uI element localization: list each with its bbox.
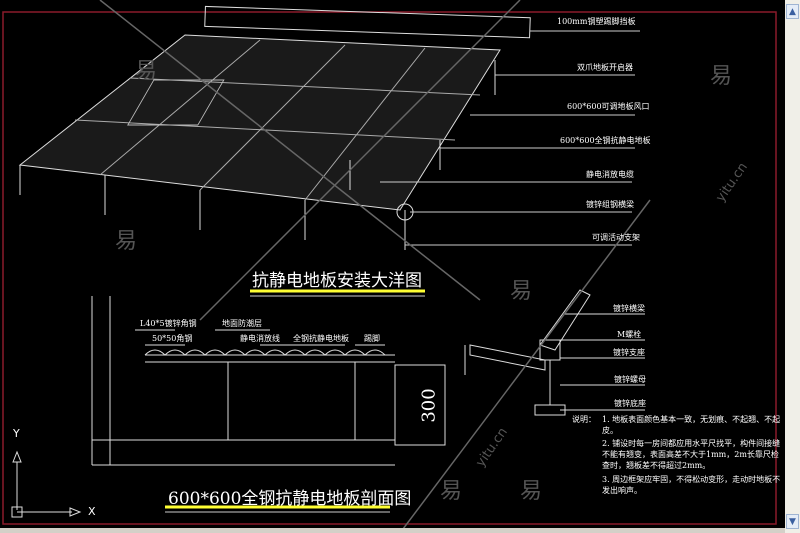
plan-label: 100mm钢塑踢脚挡板 [557,17,636,26]
section-label: 地面防潮层 [222,319,262,328]
ucs-y-label: Y [13,427,20,440]
section-label: 踢脚 [364,334,380,343]
plan-label: 600*600全钢抗静电地板 [560,136,651,145]
section-label: L40*5镀锌角钢 [140,319,197,328]
scroll-up-button[interactable]: ▲ [786,4,799,19]
detail-label: 镀锌底座 [614,399,646,408]
layout-tabs-bar[interactable] [0,528,785,533]
watermark: 易 [710,64,733,89]
watermark: 易 [510,279,533,304]
detail-label: 镀锌螺母 [614,375,646,384]
notes-heading: 说明： [572,415,596,424]
detail-label: M螺栓 [617,330,642,339]
plan-label: 双爪地板开启器 [577,63,633,72]
section-title: 600*600全钢抗静电地板剖面图 [168,489,412,509]
plan-label: 可调活动支架 [592,233,640,242]
vertical-scrollbar[interactable]: ▲ ▼ [785,0,800,533]
detail-label: 镀锌支座 [613,348,645,357]
plan-label: 镀锌组钢横梁 [586,200,634,209]
watermark: 易 [440,479,463,504]
watermark: 易 [115,229,138,254]
note-1: 1. 地板表面颜色基本一致，无划痕、不起翘、不起皮。 [602,415,781,435]
watermark: 易 [135,59,158,84]
detail-label: 镀锌横梁 [613,304,645,313]
plan-label: 静电消放电缆 [586,170,634,179]
note-2: 2. 铺设时每一房间都应用水平尺找平，构件间接缝不能有翘变，表面高差不大于1mm… [602,439,781,470]
dimension-text: 300 [418,388,440,423]
section-label: 50*50角钢 [152,334,193,343]
watermark: 易 [520,479,543,504]
section-label: 静电消放线 [240,334,280,343]
section-label: 全钢抗静电地板 [293,334,349,343]
note-3: 3. 周边框架应牢固，不得松动变形，走动时地板不发出响声。 [602,475,781,495]
plan-label: 600*600可调地板风口 [567,102,650,111]
plan-title: 抗静电地板安装大洋图 [252,271,422,291]
scroll-down-button[interactable]: ▼ [786,514,799,529]
ucs-x-label: X [88,505,96,518]
